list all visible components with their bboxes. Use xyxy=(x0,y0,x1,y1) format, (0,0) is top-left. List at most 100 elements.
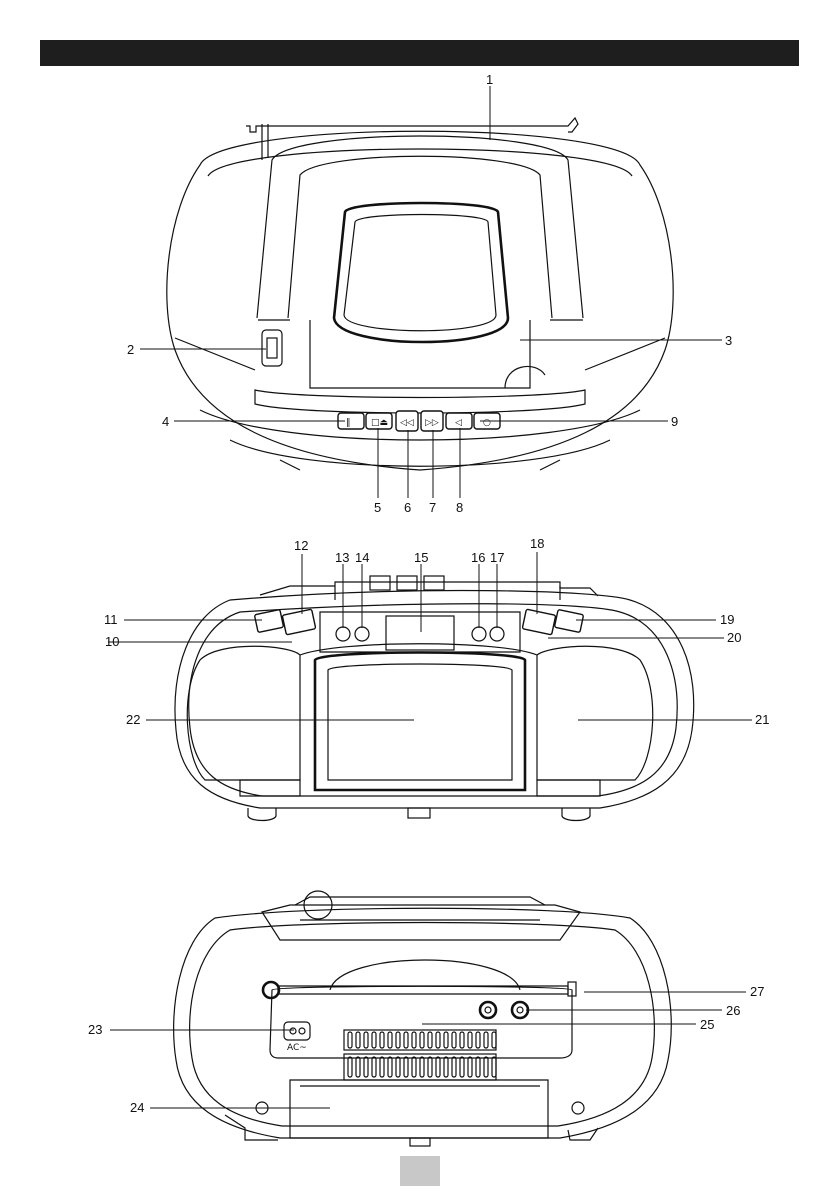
front-body xyxy=(175,591,694,808)
cd-lid xyxy=(334,203,508,342)
callout-19: 19 xyxy=(720,612,734,627)
callout-10: 10 xyxy=(105,634,119,649)
callout-6: 6 xyxy=(404,500,411,515)
vent-slot xyxy=(412,1057,416,1077)
rear-vents xyxy=(344,1030,496,1080)
antenna xyxy=(246,118,578,132)
right-speaker xyxy=(537,646,653,780)
vent-slot xyxy=(476,1057,480,1077)
vent-slot xyxy=(444,1057,448,1077)
front-view: 10 11 12 13 14 15 16 17 18 19 20 21 22 xyxy=(104,536,769,821)
svg-text:◁◁: ◁◁ xyxy=(400,418,414,428)
vent-slot xyxy=(372,1057,376,1077)
callout-1: 1 xyxy=(486,72,493,87)
page-number-box xyxy=(400,1156,440,1186)
callout-11: 11 xyxy=(104,612,118,627)
vent-slot xyxy=(404,1032,408,1048)
callout-16: 16 xyxy=(471,550,485,565)
vent-slot xyxy=(484,1032,488,1048)
vent-slot xyxy=(460,1057,464,1077)
svg-text:‖: ‖ xyxy=(346,418,351,428)
callout-3: 3 xyxy=(725,333,732,348)
top-body xyxy=(167,131,673,470)
back-view: AC~ 23 24 25 26 27 xyxy=(88,891,764,1146)
vent-slot xyxy=(356,1057,360,1077)
callout-13: 13 xyxy=(335,550,349,565)
top-buttons: ‖ □⏏ ◁◁ ▷▷ ◁ ○ xyxy=(338,411,500,431)
vent-slot xyxy=(420,1057,424,1077)
button-front-10 xyxy=(282,609,316,635)
display-window xyxy=(386,616,454,650)
vent-slot xyxy=(364,1057,368,1077)
vent-slot xyxy=(388,1057,392,1077)
callout-25: 25 xyxy=(700,1017,714,1032)
callout-15: 15 xyxy=(414,550,428,565)
svg-text:□⏏: □⏏ xyxy=(371,418,388,428)
callout-26: 26 xyxy=(726,1003,740,1018)
vent-slot xyxy=(388,1032,392,1048)
callout-27: 27 xyxy=(750,984,764,999)
vent-slot xyxy=(404,1057,408,1077)
callout-9: 9 xyxy=(671,414,678,429)
vent-slot xyxy=(412,1032,416,1048)
svg-text:○: ○ xyxy=(483,418,491,428)
callout-2: 2 xyxy=(127,342,134,357)
vent-slot xyxy=(468,1032,472,1048)
usb-port xyxy=(262,330,282,366)
vent-slot xyxy=(452,1032,456,1048)
vent-slot xyxy=(492,1032,496,1048)
button-circle-16 xyxy=(472,627,486,641)
ac-socket xyxy=(284,1022,310,1040)
cassette-door xyxy=(315,653,525,791)
vent-slot xyxy=(396,1032,400,1048)
callout-20: 20 xyxy=(727,630,741,645)
back-body xyxy=(174,908,672,1138)
callout-23: 23 xyxy=(88,1022,102,1037)
vent-slot xyxy=(460,1032,464,1048)
left-speaker xyxy=(187,646,300,780)
vent-slot xyxy=(452,1057,456,1077)
callout-21: 21 xyxy=(755,712,769,727)
callout-22: 22 xyxy=(126,712,140,727)
button-circle-13 xyxy=(336,627,350,641)
button-front-11 xyxy=(254,609,283,632)
vent-slot xyxy=(428,1032,432,1048)
callout-12: 12 xyxy=(294,538,308,553)
button-front-20 xyxy=(522,609,556,635)
callout-24: 24 xyxy=(130,1100,144,1115)
callout-7: 7 xyxy=(429,500,436,515)
callout-14: 14 xyxy=(355,550,369,565)
vent-slot xyxy=(420,1032,424,1048)
callout-18: 18 xyxy=(530,536,544,551)
vent-slot xyxy=(396,1057,400,1077)
callout-8: 8 xyxy=(456,500,463,515)
vent-slot xyxy=(380,1057,384,1077)
callout-17: 17 xyxy=(490,550,504,565)
vent-slot xyxy=(436,1032,440,1048)
vent-slot xyxy=(348,1032,352,1048)
vent-slot xyxy=(380,1032,384,1048)
vent-slot xyxy=(476,1032,480,1048)
button-front-19 xyxy=(554,609,583,632)
battery-door xyxy=(290,1080,548,1138)
vent-slot xyxy=(364,1032,368,1048)
top-view: ‖ □⏏ ◁◁ ▷▷ ◁ ○ 1 2 3 4 5 6 7 8 9 xyxy=(127,72,732,515)
jack-right xyxy=(512,1002,528,1018)
ac-label: AC~ xyxy=(287,1043,307,1053)
vent-slot xyxy=(444,1032,448,1048)
vent-slot xyxy=(356,1032,360,1048)
svg-text:▷▷: ▷▷ xyxy=(425,418,439,428)
vent-slot xyxy=(468,1057,472,1077)
vent-slot xyxy=(492,1057,496,1077)
callout-4: 4 xyxy=(162,414,169,429)
svg-text:◁: ◁ xyxy=(455,418,462,428)
vent-slot xyxy=(484,1057,488,1077)
callout-5: 5 xyxy=(374,500,381,515)
jack-left xyxy=(480,1002,496,1018)
button-circle-17 xyxy=(490,627,504,641)
vent-slot xyxy=(372,1032,376,1048)
vent-slot xyxy=(428,1057,432,1077)
vent-slot xyxy=(348,1057,352,1077)
button-circle-14 xyxy=(355,627,369,641)
